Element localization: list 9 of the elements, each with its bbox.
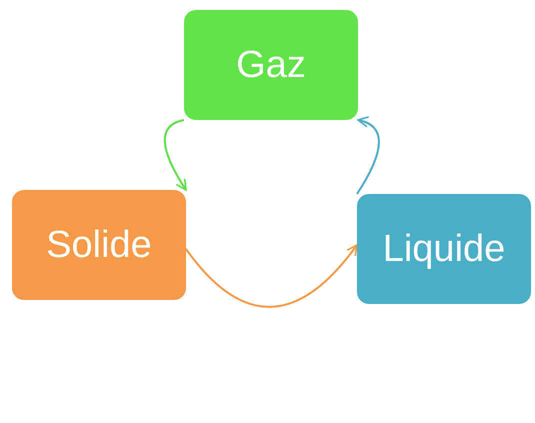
- state-box: [184, 10, 358, 120]
- state-box: [357, 194, 531, 304]
- state-label: Gaz: [236, 46, 306, 84]
- curved-arrow: [185, 244, 358, 308]
- state-box: [12, 190, 186, 300]
- curved-arrow: [164, 119, 187, 191]
- state-label: Solide: [46, 226, 152, 264]
- state-label: Liquide: [382, 230, 506, 268]
- curved-arrow: [356, 116, 380, 195]
